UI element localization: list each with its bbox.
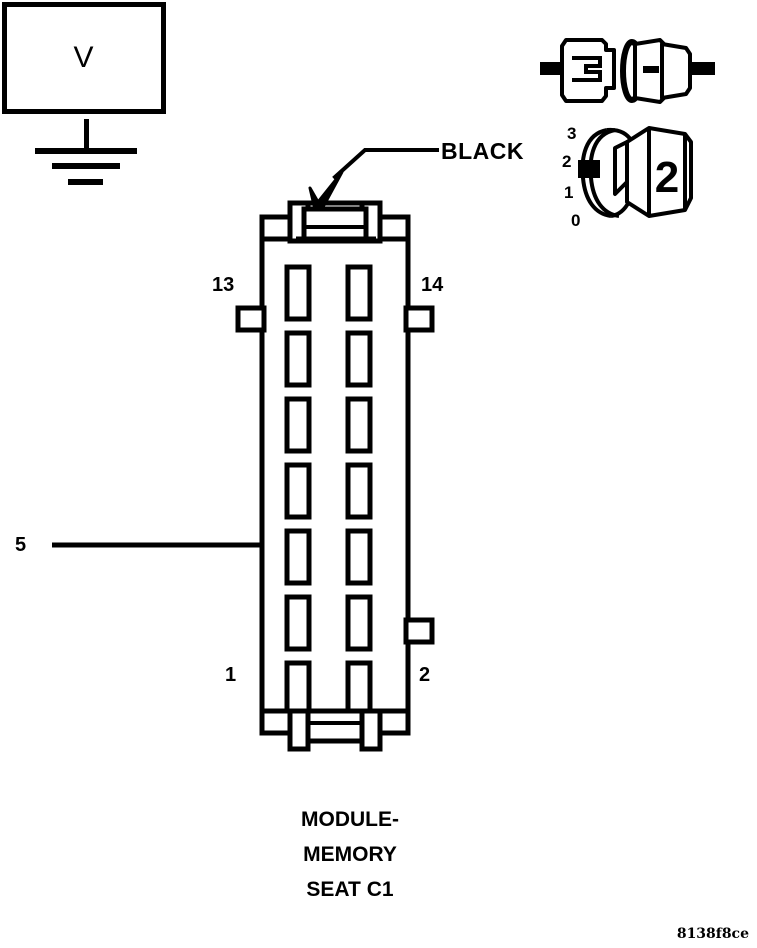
caption-line-3: SEAT C1 — [306, 878, 394, 901]
pin-number-bottom-right: 2 — [419, 664, 431, 686]
cavity-indicator-3: 3 — [567, 124, 577, 143]
ground-bar-large — [35, 148, 137, 154]
female-connector-rear — [660, 42, 692, 100]
right-wire-stub — [690, 62, 715, 75]
ground-bar-medium — [52, 163, 120, 169]
top-shoulder-left — [259, 214, 293, 242]
cavity-block-body — [625, 126, 693, 218]
bottom-shoulder-left — [259, 708, 293, 736]
cavity-position-tool: 2 — [578, 126, 693, 218]
wire-color-label: BLACK — [441, 138, 524, 164]
probe-pin-label: 5 — [15, 534, 27, 556]
caption-line-2: MEMORY — [303, 843, 397, 866]
caption-line-1: MODULE- — [301, 808, 399, 831]
connector-pair-illustration — [540, 38, 715, 104]
cavity-left-1 — [284, 264, 312, 322]
pin-number-top-left: 13 — [212, 274, 235, 296]
cavity-right-2 — [345, 330, 373, 388]
bottom-latch-window — [301, 708, 369, 744]
bottom-latch-post-right — [359, 708, 383, 752]
cavity-indicator-0: 0 — [571, 211, 581, 230]
cavity-left-2 — [284, 330, 312, 388]
cavity-left-6 — [284, 594, 312, 652]
cavity-left-4 — [284, 462, 312, 520]
bottom-latch-post-left — [287, 708, 311, 752]
connector-caption: MODULE- MEMORY SEAT C1 — [200, 802, 500, 907]
connector-housing — [259, 214, 411, 736]
cavity-indicator-1: 1 — [564, 183, 574, 202]
ground-bar-small — [68, 179, 103, 185]
cavity-left-5 — [284, 528, 312, 586]
voltmeter-box — [2, 2, 166, 114]
cavity-right-4 — [345, 462, 373, 520]
side-tab-left-upper — [235, 305, 267, 333]
cavity-block-number: 2 — [655, 153, 679, 202]
leader-line — [332, 148, 439, 180]
side-tab-right-lower — [403, 617, 435, 645]
cavity-indicator-2: 2 — [562, 152, 572, 171]
female-slot — [643, 66, 659, 73]
voltmeter-symbol: V — [73, 41, 95, 74]
male-blade-detail — [572, 56, 602, 82]
top-shoulder-right — [377, 214, 411, 242]
top-latch-window — [301, 206, 369, 242]
selected-position-marker — [578, 160, 600, 178]
ground-stem — [84, 119, 89, 150]
side-tab-right-upper — [403, 305, 435, 333]
cavity-right-7 — [345, 660, 373, 718]
bottom-shoulder-right — [377, 708, 411, 736]
left-wire-stub — [540, 62, 562, 75]
cavity-right-5 — [345, 528, 373, 586]
figure-id: 8138f8ce — [676, 926, 749, 942]
pin-number-top-right: 14 — [421, 274, 444, 296]
cavity-right-3 — [345, 396, 373, 454]
cavity-right-6 — [345, 594, 373, 652]
cavity-right-1 — [345, 264, 373, 322]
cavity-left-7 — [284, 660, 312, 718]
connector-body — [235, 200, 435, 752]
cavity-left-3 — [284, 396, 312, 454]
pin-number-bottom-left: 1 — [225, 664, 237, 686]
